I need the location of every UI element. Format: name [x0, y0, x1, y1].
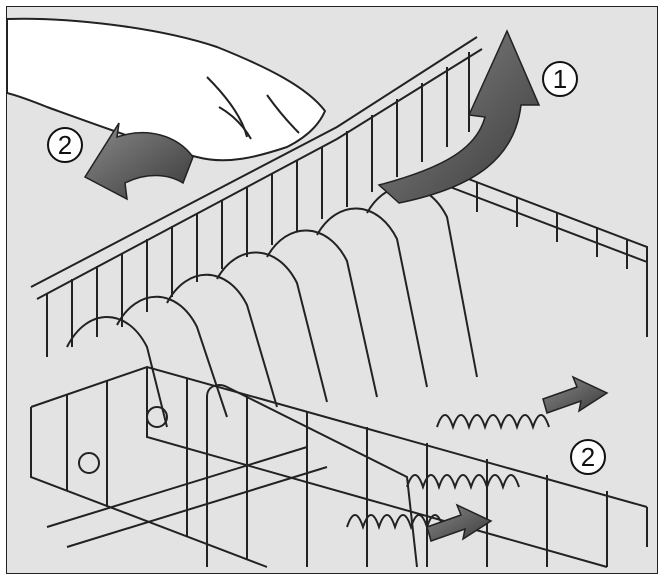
- step-callout-1: 1: [542, 61, 578, 97]
- rack-illustration: 1 2 2: [6, 6, 658, 574]
- step-callout-2-right: 2: [570, 439, 606, 475]
- dish-rack-icon: [30, 36, 648, 568]
- fold-down-arrow-icon: [83, 122, 194, 201]
- fold-up-arrow-icon: [377, 29, 541, 204]
- rack-svg: [7, 17, 648, 568]
- slide-arrow-icon: [542, 375, 609, 414]
- step-callout-2-left: 2: [47, 127, 83, 163]
- back-basket: [436, 166, 648, 337]
- hand-icon: [7, 17, 326, 162]
- slide-arrow-icon: [426, 503, 493, 542]
